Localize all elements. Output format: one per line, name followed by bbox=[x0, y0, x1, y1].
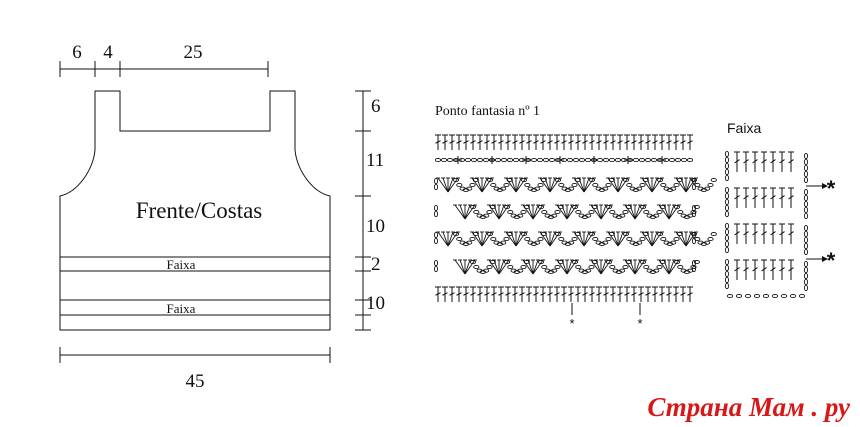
panel-outline bbox=[59, 90, 331, 331]
bottom-dim: 45 bbox=[186, 371, 205, 392]
right-dim-1: 6 bbox=[371, 96, 381, 117]
garment-schematic bbox=[59, 61, 371, 363]
chart1-title: Ponto fantasia nº 1 bbox=[435, 104, 540, 119]
chart2-star-2: * bbox=[827, 248, 836, 273]
watermark: Страна Мам . ру bbox=[647, 392, 851, 422]
top-dim-2: 4 bbox=[103, 42, 113, 63]
chart1-star-1: * bbox=[569, 316, 574, 331]
chart1-star-2: * bbox=[637, 316, 642, 331]
top-dim-1: 6 bbox=[72, 42, 82, 63]
band-label-2: Faixa bbox=[167, 301, 196, 316]
watermark-text: Страна Мам . ру bbox=[647, 392, 851, 422]
band-label-1: Faixa bbox=[167, 257, 196, 272]
chart2-star-1: * bbox=[827, 176, 836, 201]
right-dim-5: 10 bbox=[366, 293, 385, 314]
right-dim-4: 2 bbox=[371, 254, 381, 275]
panel-label: Frente/Costas bbox=[136, 198, 263, 223]
right-dim-3: 10 bbox=[366, 216, 385, 237]
stitch-chart-pattern bbox=[433, 134, 717, 315]
right-dim-2: 11 bbox=[366, 150, 384, 171]
stitch-chart-band bbox=[724, 150, 828, 299]
top-dim-3: 25 bbox=[184, 42, 203, 63]
chart2-title: Faixa bbox=[727, 120, 761, 136]
